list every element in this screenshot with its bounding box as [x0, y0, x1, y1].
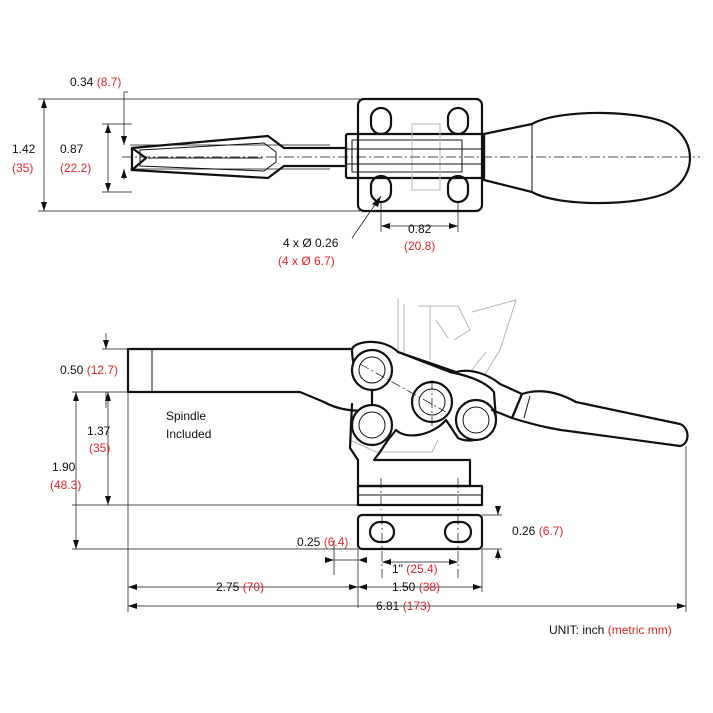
dim-0-50-label: 0.50 (12.7) — [60, 363, 118, 377]
dim-0-26-inch: 0.26 — [512, 524, 536, 538]
dim-1-37-metric: (35) — [89, 441, 110, 455]
pivot-upper — [350, 348, 394, 392]
dim-6-81-inch: 6.81 — [376, 599, 400, 613]
mount-hole-tr — [446, 106, 470, 136]
mount-hole-tl — [369, 106, 393, 136]
pivot-right — [454, 398, 498, 442]
top-handle-grip — [482, 111, 692, 205]
dim-0-25-label: 0.25 (6.4) — [297, 535, 348, 549]
dim-2-75-label: 2.75 (70) — [216, 580, 264, 594]
dim-0-25-metric: (6.4) — [324, 535, 349, 549]
top-view: 1.42 (35) 0.87 (22.2) 0.34 (8.7) 0.82 (2… — [12, 75, 700, 268]
dim-1in-metric: (25.4) — [406, 562, 437, 576]
spindle-note-line1: Spindle — [166, 409, 206, 423]
dim-2-75-inch: 2.75 — [216, 580, 240, 594]
dim-1-42-inch: 1.42 — [12, 142, 36, 156]
dim-1-42-metric: (35) — [12, 161, 33, 175]
dim-1-50-label: 1.50 (38) — [392, 580, 440, 594]
open-position-ghost — [349, 298, 517, 453]
dim-1-37-inch: 1.37 — [87, 424, 111, 438]
dim-0-25-inch: 0.25 — [297, 535, 321, 549]
dim-0-50-metric: (12.7) — [87, 363, 118, 377]
dim-0-50-inch: 0.50 — [60, 363, 84, 377]
spindle-note-line2: Included — [166, 427, 211, 441]
unit-note-metric: (metric mm) — [608, 623, 672, 637]
dim-0-82-metric: (20.8) — [404, 239, 435, 253]
dim-0-87-metric: (22.2) — [60, 161, 91, 175]
dim-0-34-inch: 0.34 — [70, 75, 94, 89]
top-base-plate — [356, 97, 484, 213]
unit-note: UNIT: inch (metric mm) — [549, 623, 672, 637]
dim-1-50-inch: 1.50 — [392, 580, 416, 594]
dim-0-26-metric: (6.7) — [539, 524, 564, 538]
dim-0-34-label: 0.34 (8.7) — [70, 75, 121, 89]
hole-callout-inch: 4 x Ø 0.26 — [283, 236, 339, 250]
dim-1-50-metric: (38) — [419, 580, 440, 594]
dim-0-87-inch: 0.87 — [60, 142, 84, 156]
dim-6-81-label: 6.81 (173) — [376, 599, 431, 613]
mount-hole-br — [446, 174, 470, 204]
dim-0-34-metric: (8.7) — [97, 75, 122, 89]
mount-hole-bl — [369, 174, 393, 204]
spindle-bar — [126, 347, 374, 412]
dim-1in-inch: 1" — [392, 562, 403, 576]
pivot-left — [350, 403, 394, 447]
dim-0-26-label: 0.26 (6.7) — [512, 524, 563, 538]
dim-0-82-inch: 0.82 — [408, 222, 432, 236]
side-view: 0.50 (12.7) 1.37 (35) 1.90 (48.3) Spindl… — [50, 298, 689, 613]
dim-1in-label: 1" (25.4) — [392, 562, 438, 576]
hole-callout-metric: (4 x Ø 6.7) — [278, 254, 335, 268]
side-handle-grip — [510, 390, 689, 448]
bottom-base-plate — [356, 513, 484, 551]
dim-1-90-inch: 1.90 — [52, 460, 76, 474]
unit-note-inch: UNIT: inch — [549, 623, 604, 637]
dim-2-75-metric: (70) — [243, 580, 264, 594]
dim-1-90-metric: (48.3) — [50, 478, 81, 492]
dim-6-81-metric: (173) — [403, 599, 431, 613]
